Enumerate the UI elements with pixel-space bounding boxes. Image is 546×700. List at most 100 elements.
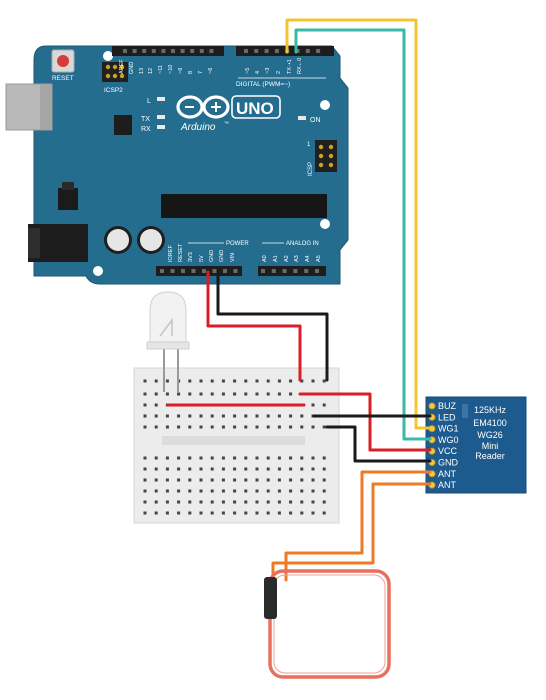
breadboard-hole: [199, 511, 203, 515]
breadboard-hole: [322, 403, 326, 407]
breadboard-hole: [266, 456, 270, 460]
breadboard-hole: [289, 456, 293, 460]
breadboard-hole: [322, 478, 326, 482]
breadboard-hole: [177, 392, 181, 396]
breadboard-hole: [154, 511, 158, 515]
breadboard-hole: [177, 478, 181, 482]
header-pin-socket: [160, 269, 164, 273]
breadboard-hole: [210, 425, 214, 429]
digital-pin-label: ~6: [208, 68, 214, 74]
breadboard-hole: [210, 379, 214, 383]
breadboard-hole: [221, 379, 225, 383]
header-pin-socket: [264, 49, 269, 53]
breadboard-hole: [289, 489, 293, 493]
header-pin-socket: [180, 49, 185, 53]
icsp-pin1-label: 1: [307, 142, 311, 148]
breadboard-hole: [165, 392, 169, 396]
breadboard-hole: [300, 478, 304, 482]
breadboard-hole: [154, 414, 158, 418]
breadboard-hole: [221, 425, 225, 429]
breadboard-hole: [165, 489, 169, 493]
led-on-label: ON: [310, 117, 321, 124]
breadboard-hole: [188, 467, 192, 471]
breadboard-hole: [210, 414, 214, 418]
breadboard-hole: [233, 511, 237, 515]
breadboard-hole: [255, 425, 259, 429]
breadboard-hole: [266, 478, 270, 482]
power-analog-pin-label: A5: [316, 255, 322, 262]
breadboard-hole: [255, 467, 259, 471]
power-analog-pin-label: GND: [219, 250, 225, 262]
coil-loop: [268, 569, 391, 679]
arduino-brand-label: Arduino: [180, 122, 216, 133]
breadboard-hole: [311, 403, 315, 407]
breadboard-hole: [322, 489, 326, 493]
black-wire-gnd: [216, 270, 329, 382]
reader-chip: [462, 404, 468, 418]
uno-badge: [231, 95, 281, 119]
breadboard-hole: [154, 489, 158, 493]
header-pin-socket: [161, 49, 166, 53]
digital-pin-label: TX➝1: [287, 59, 293, 74]
usb-chip: [114, 115, 132, 135]
breadboard-hole: [311, 500, 315, 504]
power-analog-pin-label: GND: [209, 250, 215, 262]
breadboard-hole: [199, 467, 203, 471]
breadboard-hole: [143, 478, 147, 482]
breadboard-hole: [255, 379, 259, 383]
power-analog-pin-label: RESET: [178, 243, 184, 262]
breadboard-hole: [289, 478, 293, 482]
breadboard-hole: [221, 511, 225, 515]
breadboard-hole: [154, 478, 158, 482]
digital-pin-label: 12: [148, 68, 154, 74]
voltage-regulator: [58, 188, 78, 210]
breadboard-hole: [300, 456, 304, 460]
header-pin-socket: [181, 269, 185, 273]
capacitor-top: [140, 229, 162, 251]
breadboard-channel: [162, 436, 305, 445]
red-wire-5v: [206, 270, 302, 382]
white-led: [146, 291, 190, 392]
breadboard-hole: [322, 425, 326, 429]
header-pin-socket: [274, 49, 279, 53]
breadboard-hole: [221, 478, 225, 482]
antenna-coil: [264, 569, 391, 679]
power-analog-header-pins: [160, 269, 319, 273]
breadboard-hole: [188, 500, 192, 504]
breadboard-hole: [233, 478, 237, 482]
breadboard-hole: [188, 379, 192, 383]
header-pin-socket: [315, 269, 319, 273]
breadboard-hole: [233, 456, 237, 460]
breadboard-hole: [255, 456, 259, 460]
led-rx: [157, 125, 165, 129]
power-analog-pin-label: 3V3: [188, 252, 194, 262]
header-pin-socket: [233, 269, 238, 273]
arduino-board-outline: [33, 45, 349, 285]
breadboard-hole: [255, 478, 259, 482]
breadboard-hole: [177, 425, 181, 429]
mounting-hole: [320, 219, 330, 229]
breadboard-hole: [266, 414, 270, 418]
power-analog-pin-label: VIN: [230, 253, 236, 262]
breadboard-hole: [266, 379, 270, 383]
breadboard-hole: [244, 500, 248, 504]
digital-pin-label: 7: [198, 71, 204, 74]
breadboard-hole: [266, 467, 270, 471]
breadboard-hole: [188, 425, 192, 429]
breadboard-hole: [221, 456, 225, 460]
breadboard-hole: [311, 425, 315, 429]
power-analog-pin-label: IOREF: [168, 245, 174, 262]
coil-loop-inner: [273, 574, 386, 674]
power-header: [156, 266, 242, 276]
breadboard-hole: [289, 425, 293, 429]
breadboard-hole: [165, 500, 169, 504]
breadboard-hole: [277, 489, 281, 493]
digital-pin-label: ~9: [178, 68, 184, 74]
breadboard-hole: [199, 425, 203, 429]
breadboard-hole: [244, 489, 248, 493]
digital-header-left: [112, 46, 224, 56]
breadboard-hole: [188, 392, 192, 396]
breadboard-hole: [255, 489, 259, 493]
